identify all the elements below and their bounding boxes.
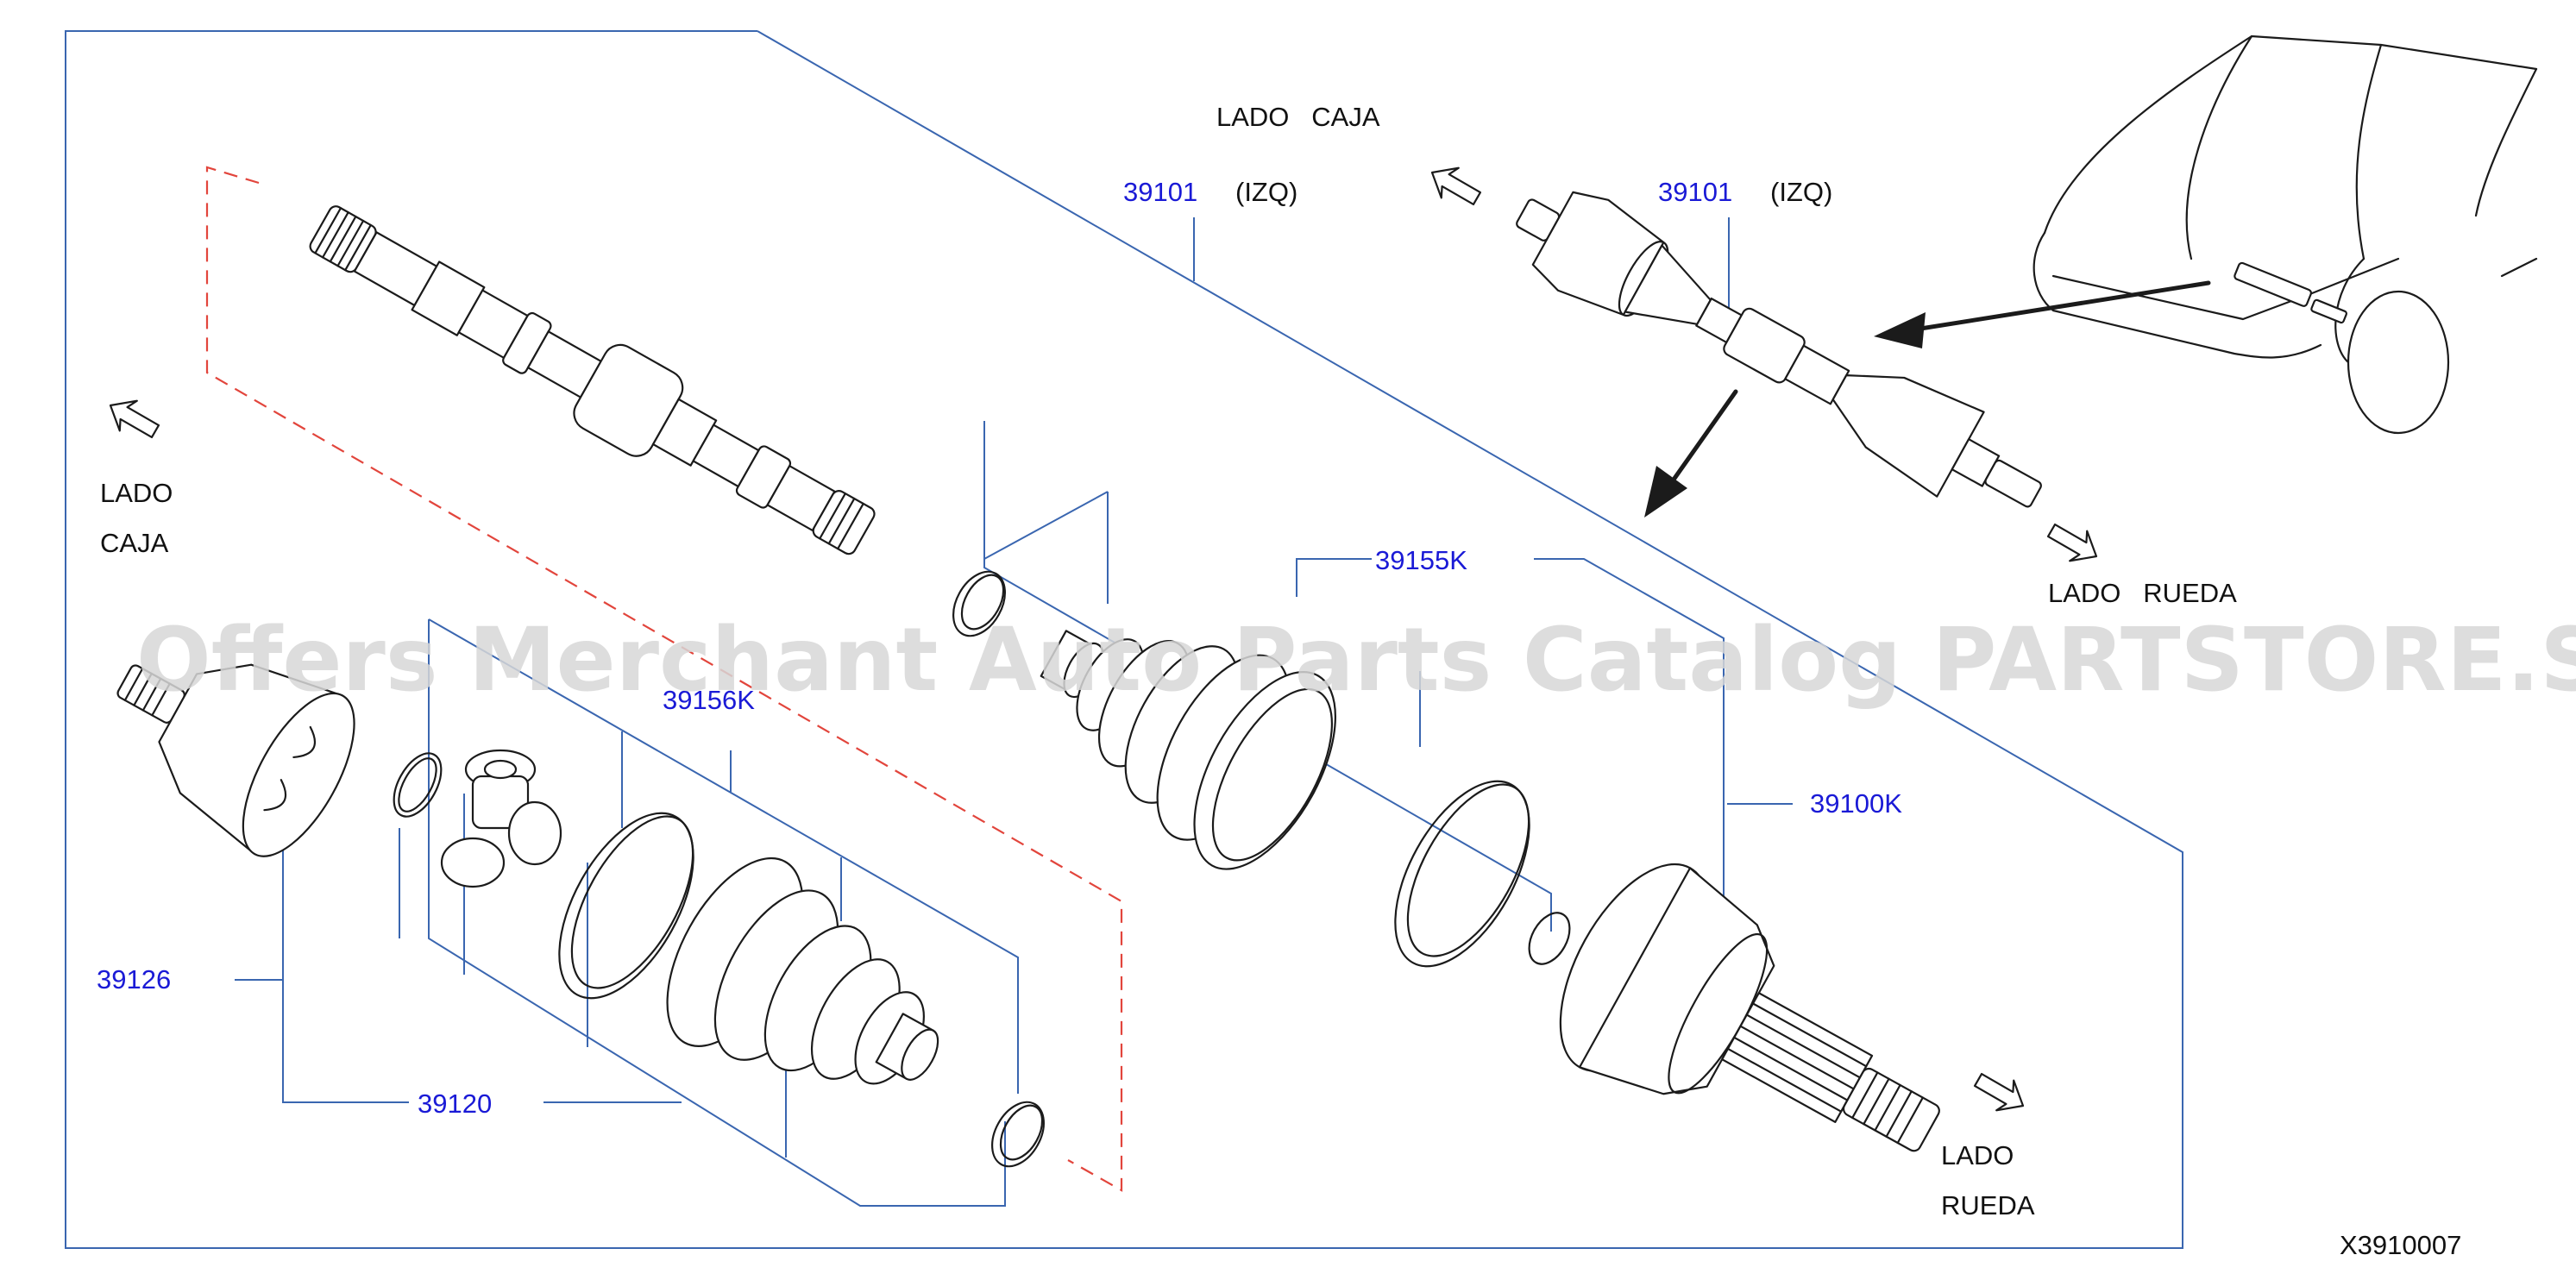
- dashed-guide: [205, 166, 1123, 1192]
- outer-joint: [1559, 863, 1940, 1152]
- tripod-spider: [440, 749, 562, 888]
- izq-annotation-main: (IZQ): [1235, 177, 1297, 207]
- boot-band-large-right: [1394, 780, 1530, 968]
- pointer-arrows: [1644, 280, 2211, 518]
- part-number-39120[interactable]: 39120: [418, 1089, 492, 1119]
- assembled-drive-shaft: [1516, 191, 2042, 508]
- boot-band-small-left: [991, 1101, 1045, 1168]
- leader-lines: [235, 217, 1793, 1207]
- watermark: Offers Merchant Auto Parts Catalog PARTS…: [136, 609, 2576, 712]
- arrow-icon-right-rueda: [2046, 523, 2098, 562]
- part-number-labels: 39101 (IZQ) 39101 (IZQ) 39155K 39156K 39…: [97, 177, 1902, 1119]
- arrow-icon-left-caja: [109, 399, 160, 439]
- label-lado-caja-top: LADO CAJA: [1216, 102, 1380, 132]
- arrow-icon-top-caja: [1430, 166, 1482, 206]
- vehicle-outline: [2033, 35, 2538, 435]
- arrow-icon-bottom-rueda: [1973, 1072, 2025, 1112]
- drive-shaft: [309, 205, 876, 555]
- boot-band-large: [558, 812, 694, 1000]
- label-caja-left: CAJA: [100, 528, 169, 558]
- part-number-39101-main[interactable]: 39101: [1123, 177, 1197, 207]
- label-lado-rueda-right: LADO RUEDA: [2048, 578, 2237, 608]
- snap-ring: [393, 752, 443, 818]
- label-lado-left: LADO: [100, 478, 173, 508]
- inner-boot: [666, 856, 939, 1085]
- circlip: [1528, 912, 1571, 965]
- part-number-39101-top[interactable]: 39101: [1658, 177, 1732, 207]
- part-number-39156K[interactable]: 39156K: [663, 685, 755, 715]
- direction-labels: LADO CAJA LADO CAJA LADO RUEDA LADO RUED…: [100, 102, 2237, 1220]
- label-rueda-bottom: RUEDA: [1941, 1190, 2035, 1220]
- izq-annotation-top: (IZQ): [1770, 177, 1832, 207]
- diagram-code: X3910007: [2340, 1230, 2461, 1260]
- boot-band-small-top: [952, 570, 1006, 637]
- inner-joint-housing: [116, 663, 355, 857]
- part-number-39126[interactable]: 39126: [97, 964, 171, 995]
- outer-boot: [1040, 630, 1336, 870]
- label-lado-bottom: LADO: [1941, 1140, 2014, 1170]
- diagram-frame: [65, 30, 2183, 1249]
- part-number-39100K[interactable]: 39100K: [1810, 788, 1902, 819]
- part-number-39155K[interactable]: 39155K: [1375, 545, 1467, 575]
